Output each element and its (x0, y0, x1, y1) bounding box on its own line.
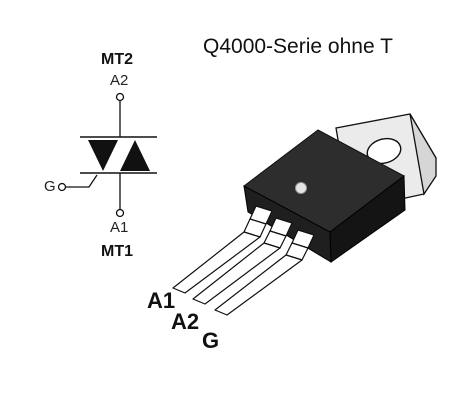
mt1-label: MT1 (101, 243, 133, 260)
triac-triangle-right (120, 140, 150, 171)
gate-wire (66, 174, 98, 188)
mt2-label: MT2 (101, 51, 133, 68)
lead-a2 (192, 217, 293, 305)
lead-a1 (172, 205, 273, 294)
to220-package (172, 113, 437, 316)
lead-a2-label: A2 (171, 309, 200, 334)
leads (172, 205, 315, 316)
gate-pin-label: G (44, 178, 56, 195)
mounting-hole (366, 137, 402, 165)
lead-g (214, 229, 315, 316)
diagram-title: Q4000-Serie ohne T (203, 35, 393, 58)
triac-symbol (57, 92, 157, 218)
body-dot (295, 182, 307, 194)
a2-terminal-circle (115, 92, 125, 102)
lead-g-label: G (202, 328, 220, 353)
a1-terminal-circle (115, 208, 125, 218)
a2-pin-label: A2 (110, 72, 129, 89)
lead-a1-label: A1 (147, 288, 176, 313)
gate-terminal-circle (57, 182, 67, 192)
a1-pin-label: A1 (110, 219, 129, 236)
triac-triangle-left (88, 140, 118, 171)
